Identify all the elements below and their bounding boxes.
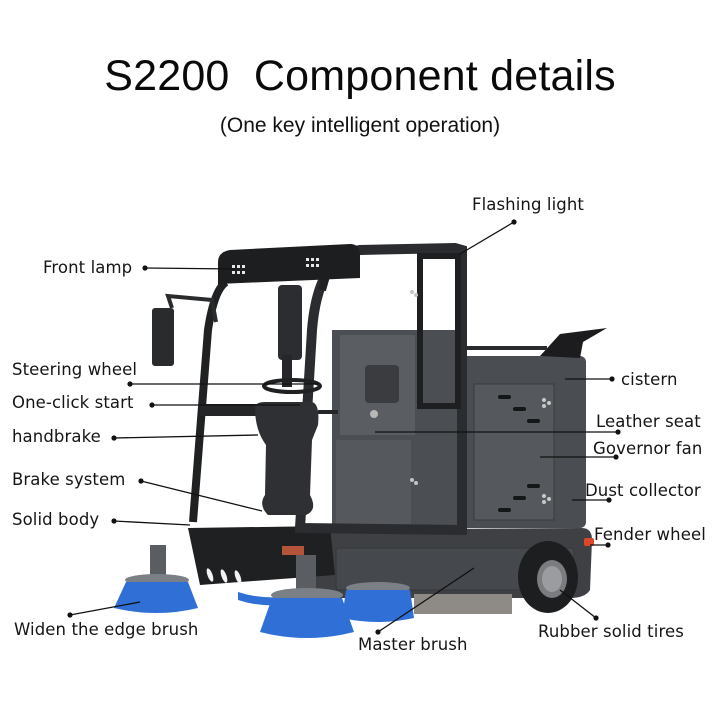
rear-wheel — [518, 541, 578, 613]
label-widen-edge-brush: Widen the edge brush — [14, 620, 199, 639]
label-handbrake: handbrake — [12, 427, 101, 446]
page-subtitle: (One key intelligent operation) — [219, 114, 501, 137]
label-solid-body: Solid body — [12, 510, 100, 529]
label-rubber-solid-tires: Rubber solid tires — [538, 622, 684, 641]
label-one-click-start: One-click start — [12, 393, 134, 412]
label-front-lamp: Front lamp — [43, 258, 133, 277]
label-governor-fan: Governor fan — [593, 439, 703, 458]
label-brake-system: Brake system — [12, 470, 126, 489]
page-title: S2200 Component details — [104, 52, 616, 100]
label-leather-seat: Leather seat — [596, 412, 701, 431]
cabin — [152, 242, 467, 536]
label-dust-collector: Dust collector — [585, 481, 701, 500]
label-fender-wheel: Fender wheel — [594, 525, 706, 544]
label-flashing-light: Flashing light — [472, 195, 584, 214]
label-cistern: cistern — [621, 370, 678, 389]
label-steering-wheel: Steering wheel — [12, 360, 138, 379]
rear-hopper — [455, 328, 607, 528]
label-master-brush: Master brush — [358, 635, 468, 654]
